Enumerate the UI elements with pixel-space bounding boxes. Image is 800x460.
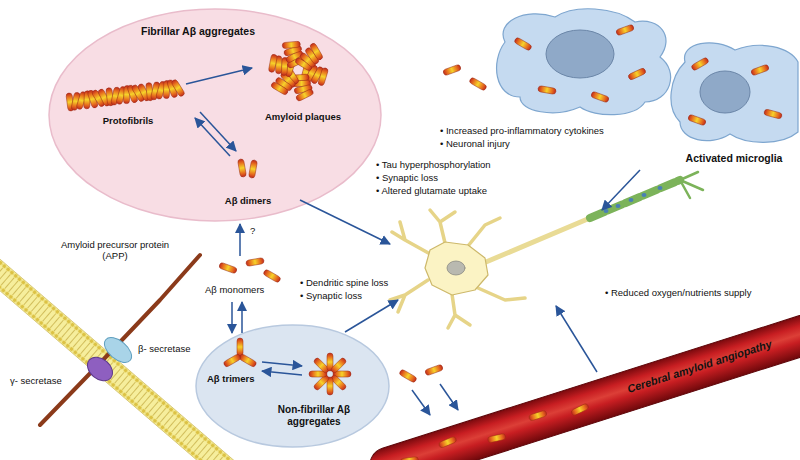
- abeta-peptide: [487, 433, 506, 443]
- fibrillar-region: Fibrillar Aβ aggregatesProtofibrils Amylo…: [48, 8, 382, 222]
- abeta-peptide: [514, 37, 533, 51]
- node-shape: [365, 308, 800, 460]
- effect-bullet: • Increased pro-inflammatory cytokines: [440, 126, 660, 137]
- node-heading: Fibrillar Aβ aggregates: [118, 25, 278, 37]
- abeta-peptide: [591, 91, 610, 103]
- abeta-peptide: [309, 42, 323, 61]
- abeta-peptide: [223, 353, 242, 367]
- node-shape: [195, 324, 390, 448]
- app-protein: [40, 255, 200, 425]
- abeta-peptide: [330, 357, 347, 374]
- effect-bullet: • Altered glutamate uptake: [376, 186, 536, 197]
- abeta-peptide: [628, 67, 647, 80]
- node-label: Protofibrils: [83, 116, 173, 127]
- region-outline: [196, 325, 389, 447]
- effect-bullet: • Neuronal injury: [440, 139, 660, 150]
- effect-bullet: • Synaptic loss: [300, 291, 440, 302]
- annotation-label: ?: [250, 226, 270, 237]
- microglia-cell: [497, 9, 671, 115]
- abeta-peptide: [688, 114, 707, 126]
- annotation-label: Aβ monomers: [205, 285, 295, 296]
- abeta-peptide: [237, 338, 243, 356]
- abeta-peptide: [616, 24, 635, 36]
- abeta-peptide: [571, 403, 590, 416]
- abeta-peptide: [691, 57, 710, 71]
- node-label: Amyloid plaques: [253, 112, 353, 123]
- abeta-peptide: [171, 79, 186, 97]
- abeta-peptide: [270, 81, 289, 95]
- abeta-peptide: [438, 436, 457, 448]
- gamma-secretase: [83, 352, 117, 385]
- abeta-peptide: [528, 410, 547, 421]
- abeta-peptide: [239, 353, 258, 367]
- annotation-label: Amyloid precursor protein (APP): [55, 240, 175, 262]
- effect-bullet: • Synaptic loss: [376, 173, 536, 184]
- annotation-label: β- secretase: [138, 344, 218, 355]
- abeta-peptide: [538, 85, 557, 94]
- blood-vessel: Cerebral amyloid angiopathy: [365, 308, 800, 460]
- abeta-peptide: [282, 41, 300, 49]
- microglia-group: Activated microglia: [485, 2, 798, 174]
- abeta-peptide: [237, 159, 246, 178]
- nonfibrillar-region: Aβ trimersNon-fibrillar Aβ aggregates: [195, 324, 390, 448]
- annotation-label: γ- secretase: [10, 376, 90, 387]
- node-heading: Aβ trimers: [207, 374, 277, 385]
- node-label: Aβ dimers: [208, 196, 288, 207]
- abeta-peptide: [318, 67, 329, 86]
- abeta-peptide: [268, 54, 277, 73]
- effect-bullet: • Reduced oxygen/nutrients supply: [605, 288, 795, 299]
- microglia-cell: [671, 43, 798, 143]
- abeta-peptide: [248, 160, 257, 179]
- abeta-peptide: [400, 456, 419, 460]
- node-shape: [485, 2, 798, 174]
- region-outline: [49, 9, 381, 221]
- vessel-tube: [365, 308, 800, 460]
- abeta-peptide: [751, 64, 770, 76]
- effect-bullet: • Tau hyperphosphorylation: [376, 160, 536, 171]
- nucleus: [700, 71, 750, 113]
- nucleus: [546, 30, 614, 78]
- abeta-peptide: [764, 109, 783, 119]
- node-heading: Activated microglia: [675, 152, 793, 164]
- effect-bullet: • Dendritic spine loss: [300, 278, 440, 289]
- abeta-peptide: [295, 88, 314, 101]
- arrow-group: [186, 68, 640, 415]
- node-label: Non-fibrillar Aβ aggregates: [275, 404, 353, 427]
